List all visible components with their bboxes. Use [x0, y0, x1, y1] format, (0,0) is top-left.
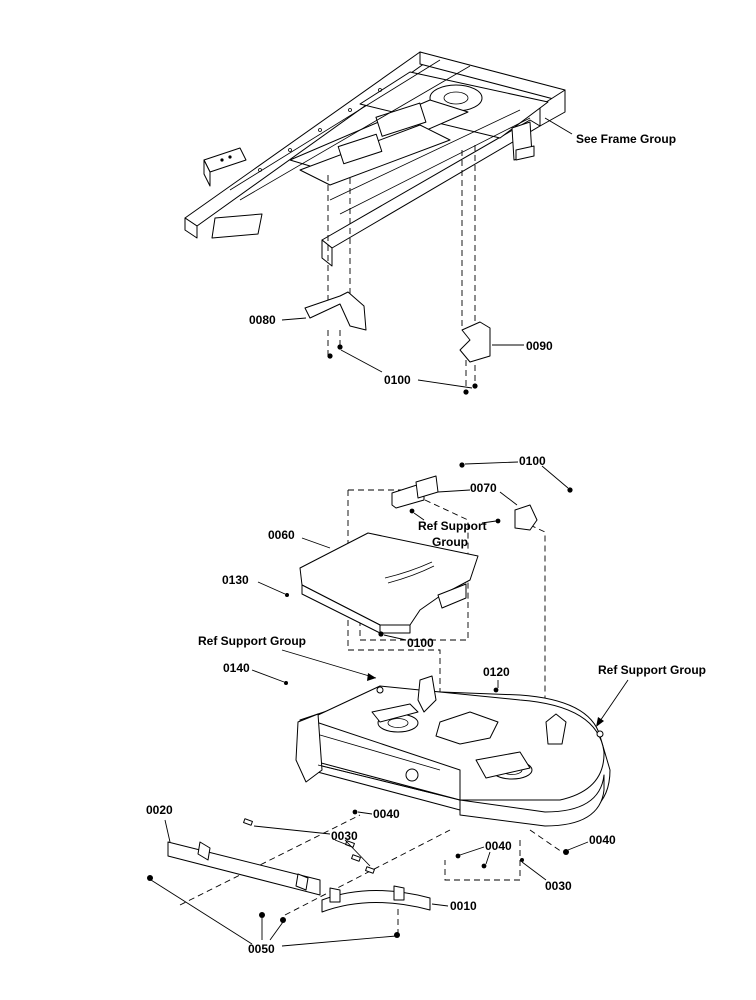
bracket-0070-right	[514, 504, 538, 531]
shield-0080	[304, 291, 367, 331]
label-0030-left: 0030	[331, 829, 358, 843]
label-0040-right: 0040	[589, 833, 616, 847]
shield-0090	[459, 321, 491, 363]
see-frame-group-label: See Frame Group	[576, 132, 676, 146]
bracket-0070-left	[391, 475, 439, 509]
label-0140: 0140	[223, 661, 250, 675]
frame-assembly	[184, 51, 566, 267]
label-0050: 0050	[248, 942, 275, 956]
ref-support-group-upper-label-2: Group	[432, 535, 468, 549]
label-0030-right: 0030	[545, 879, 572, 893]
label-0010: 0010	[450, 899, 477, 913]
frame-to-shield-lines	[327, 145, 476, 390]
label-0040-mid: 0040	[485, 839, 512, 853]
label-0080: 0080	[249, 313, 276, 327]
label-0100-top: 0100	[384, 373, 411, 387]
label-0100-lower: 0100	[407, 636, 434, 650]
label-0090: 0090	[526, 339, 553, 353]
baffle-0010	[321, 885, 431, 913]
ref-support-group-right-label: Ref Support Group	[598, 663, 706, 677]
label-0120: 0120	[483, 665, 510, 679]
ref-support-group-upper-label: Ref Support	[418, 519, 487, 533]
belt-cover-0060	[299, 532, 479, 634]
label-0040-front: 0040	[373, 807, 400, 821]
label-0130: 0130	[222, 573, 249, 587]
front-bar-0020	[167, 841, 321, 896]
label-0100-mid: 0100	[519, 454, 546, 468]
mower-deck	[295, 675, 611, 827]
see-frame-group-leader	[544, 117, 573, 135]
label-0020: 0020	[146, 803, 173, 817]
label-0060: 0060	[268, 528, 295, 542]
label-0070: 0070	[470, 481, 497, 495]
ref-support-group-left-label: Ref Support Group	[198, 634, 306, 648]
